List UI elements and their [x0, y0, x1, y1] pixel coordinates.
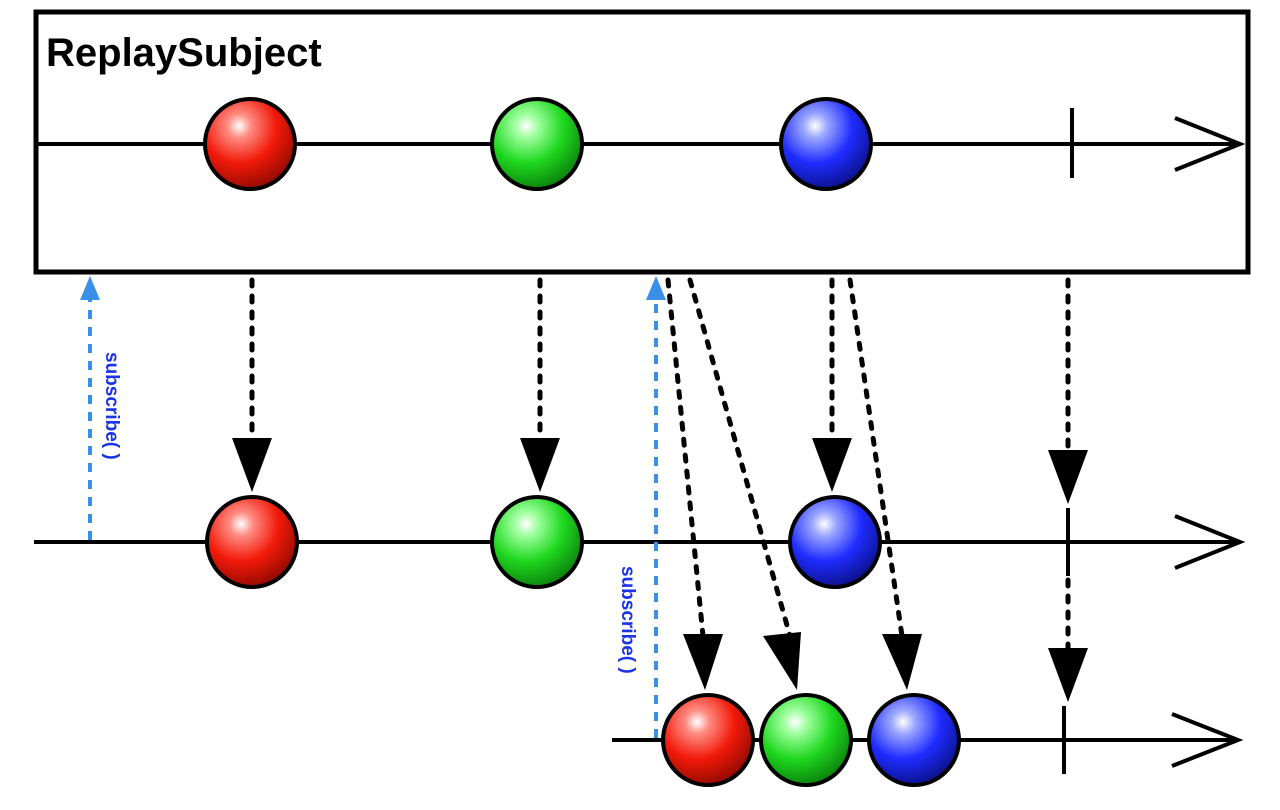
arrow-blue-to-second [847, 277, 905, 639]
subject-title: ReplaySubject [46, 31, 322, 75]
arrow-red-to-second [665, 277, 706, 639]
second-subscribe-label: subscribe( ) [617, 566, 638, 674]
second-subscribe-arrowhead [646, 276, 666, 300]
first-subscribe-label: subscribe( ) [101, 352, 122, 460]
first-green-marble [490, 495, 584, 589]
first-subscriber-timeline [34, 495, 1246, 589]
second-blue-marble [867, 693, 961, 787]
first-red-marble [205, 495, 299, 589]
second-subscriber-timeline [612, 693, 1244, 787]
arrow-green-to-second [687, 277, 793, 639]
first-subscribe-arrowhead [80, 276, 100, 300]
source-green-marble [490, 97, 584, 191]
emission-arrowheads [232, 438, 1088, 702]
source-red-marble [203, 97, 297, 191]
first-blue-marble [788, 495, 882, 589]
second-green-marble [759, 693, 853, 787]
source-blue-marble [779, 97, 873, 191]
emission-arrows [249, 277, 1071, 653]
source-timeline [36, 97, 1246, 191]
second-red-marble [661, 693, 755, 787]
subscribe-arrows [80, 276, 666, 738]
